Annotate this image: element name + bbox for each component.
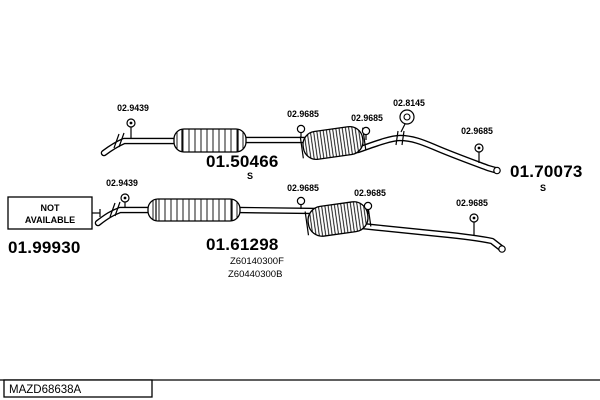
top-tailpipe-s-mark: S (540, 183, 546, 193)
bottom-exhaust-assembly: NOT AVAILABLE 01.99930 02.9439 02.9685 0… (7, 178, 506, 280)
top-front-hanger (126, 118, 136, 139)
bottom-front-pipe (94, 201, 156, 227)
top-gasket-label: 02.8145 (393, 98, 425, 108)
bottom-right-clamp (363, 201, 373, 214)
top-muffler (173, 128, 247, 153)
footer: MAZD68638A (0, 379, 600, 398)
top-right-clamp (361, 126, 371, 140)
clamp-icon (296, 124, 306, 134)
not-available-line1: NOT (41, 203, 61, 213)
top-tailpipe-part-number: 01.70073 (510, 162, 583, 181)
top-left-clamp (296, 124, 306, 138)
tailpipe-tip (498, 245, 506, 253)
top-muffler-part-number: 01.50466 (206, 152, 279, 171)
bottom-ref-number-1: Z60140300F (230, 256, 284, 267)
bottom-front-hanger-label: 02.9439 (106, 178, 138, 188)
bottom-mid-pipe (234, 206, 322, 215)
bottom-rear-hanger (469, 213, 479, 236)
top-rear-hanger (474, 143, 484, 163)
hanger-icon-dot (472, 216, 476, 220)
flange-mark (401, 130, 405, 146)
bottom-rear-pipe (358, 222, 506, 253)
flange-mark (109, 202, 116, 218)
flange-mark (395, 130, 399, 146)
hanger-icon-dot (477, 146, 481, 150)
top-rear-pipe (354, 130, 501, 175)
flange-mark (114, 201, 121, 217)
bottom-front-hanger (120, 193, 130, 208)
footer-code: MAZD68638A (9, 384, 82, 396)
flange-mark (113, 133, 120, 149)
top-catalytic-converter (299, 125, 367, 161)
not-available-line2: AVAILABLE (25, 215, 75, 225)
bottom-ref-number-2: Z60440300B (228, 269, 282, 280)
flange-mark (118, 132, 125, 148)
not-available-box: NOT AVAILABLE (7, 196, 101, 230)
tailpipe-tip (493, 166, 501, 175)
hanger-icon-dot (129, 121, 133, 125)
gasket-icon-inner (403, 113, 411, 121)
top-right-clamp-label: 02.9685 (351, 113, 383, 123)
bottom-muffler-part-number: 01.61298 (206, 235, 279, 254)
bottom-catalytic-converter (304, 201, 372, 237)
bottom-right-clamp-label: 02.9685 (354, 188, 386, 198)
footer-code-box (3, 379, 153, 398)
bottom-muffler (147, 198, 241, 222)
top-rear-hanger-label: 02.9685 (461, 126, 493, 136)
top-front-hanger-label: 02.9439 (117, 103, 149, 113)
clamp-icon (361, 126, 371, 136)
bottom-rear-hanger-label: 02.9685 (456, 198, 488, 208)
clamp-icon (296, 196, 306, 206)
top-exhaust-assembly: 02.9439 02.9685 02.9685 02.8145 02.9685 (100, 98, 583, 193)
not-available-part-number: 01.99930 (8, 238, 81, 257)
top-left-clamp-label: 02.9685 (287, 109, 319, 119)
top-gasket (399, 109, 415, 133)
clamp-icon (363, 201, 373, 211)
top-muffler-s-mark: S (247, 171, 253, 181)
hanger-icon-dot (123, 196, 127, 200)
bottom-left-clamp-label: 02.9685 (287, 183, 319, 193)
bottom-left-clamp (296, 196, 306, 209)
top-front-pipe (100, 132, 182, 157)
